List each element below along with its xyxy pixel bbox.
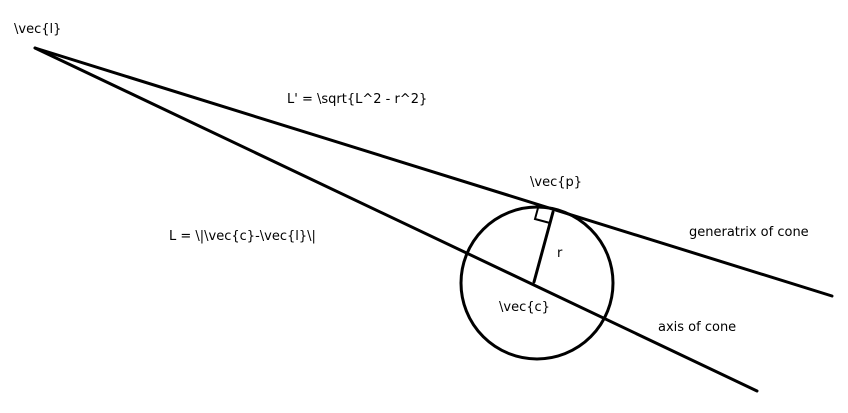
label-point-p: \vec{p} (530, 175, 583, 190)
right-angle-marker (533, 207, 551, 224)
label-length-L: L = \|\vec{c}-\vec{l}\| (169, 229, 316, 244)
label-radius: r (557, 246, 563, 261)
label-axis: axis of cone (658, 320, 737, 335)
label-l-prime: L' = \sqrt{L^2 - r^2} (287, 92, 428, 107)
radius-line (532, 210, 555, 284)
label-point-c: \vec{c} (499, 300, 550, 315)
sphere-circle (459, 205, 615, 361)
generatrix-line (33, 46, 834, 298)
label-point-l: \vec{l} (14, 22, 62, 37)
label-generatrix: generatrix of cone (689, 225, 809, 240)
axis-line (33, 46, 759, 393)
